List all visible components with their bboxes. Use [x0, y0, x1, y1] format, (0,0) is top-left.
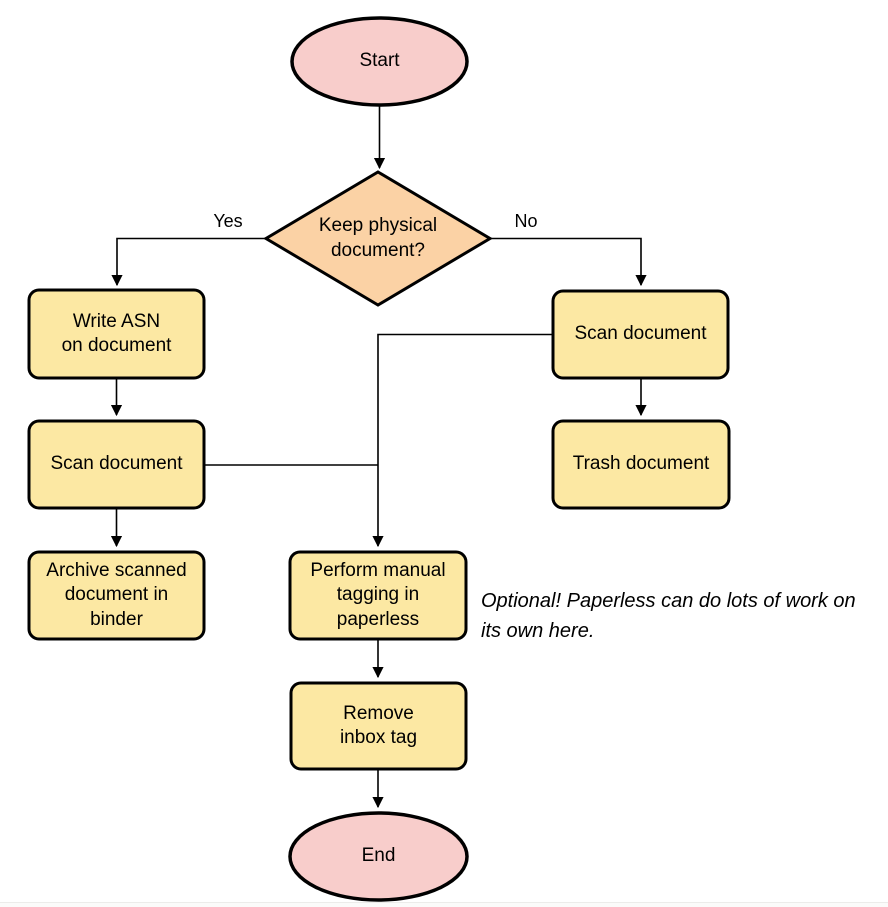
write-asn-process-shape [27, 288, 206, 380]
end-terminal-shape [288, 811, 469, 902]
perform-process-shape [288, 550, 468, 641]
node-group [27, 16, 731, 902]
page-bottom-divider [0, 902, 888, 907]
start-terminal-shape [290, 16, 469, 107]
edge-decision-no-to-scan-right [490, 237, 647, 287]
edge-decision-yes-to-write-asn [111, 237, 266, 287]
edge-group [110, 105, 647, 809]
archive-process-shape [27, 550, 206, 641]
trash-process-shape [551, 419, 731, 510]
remove-process-shape [289, 681, 468, 771]
scan-right-process-shape [551, 289, 730, 380]
decision-diamond-shape [263, 170, 493, 307]
scan-left-process-shape [27, 419, 206, 510]
edge-scan-right-to-perform [372, 333, 553, 548]
